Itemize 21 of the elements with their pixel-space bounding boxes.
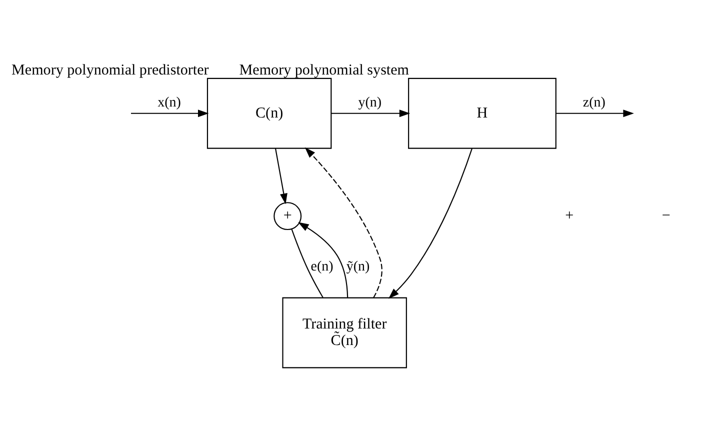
arrow (388, 148, 472, 299)
node-label: Memory polynomial system (239, 62, 410, 78)
edge-label: e(n) (310, 259, 334, 274)
edge-label: ỹ(n) (346, 259, 370, 274)
node-box: H (408, 78, 556, 149)
arrow (274, 148, 288, 204)
node-box: Training filter C̃(n) (282, 297, 407, 368)
arrow (556, 110, 634, 118)
connector (291, 229, 324, 298)
node-label: Memory polynomial predistorter (12, 62, 209, 78)
arrow (331, 110, 410, 118)
arrow (131, 110, 209, 118)
edge-label: y(n) (358, 95, 382, 110)
node-box: C(n) (206, 78, 332, 149)
label: + (565, 208, 574, 224)
arrow (304, 147, 382, 298)
edge-label: z(n) (582, 95, 606, 110)
node-circle: + (274, 202, 302, 230)
arrow (298, 222, 348, 298)
label: − (662, 208, 670, 224)
edge-label: x(n) (158, 95, 181, 110)
